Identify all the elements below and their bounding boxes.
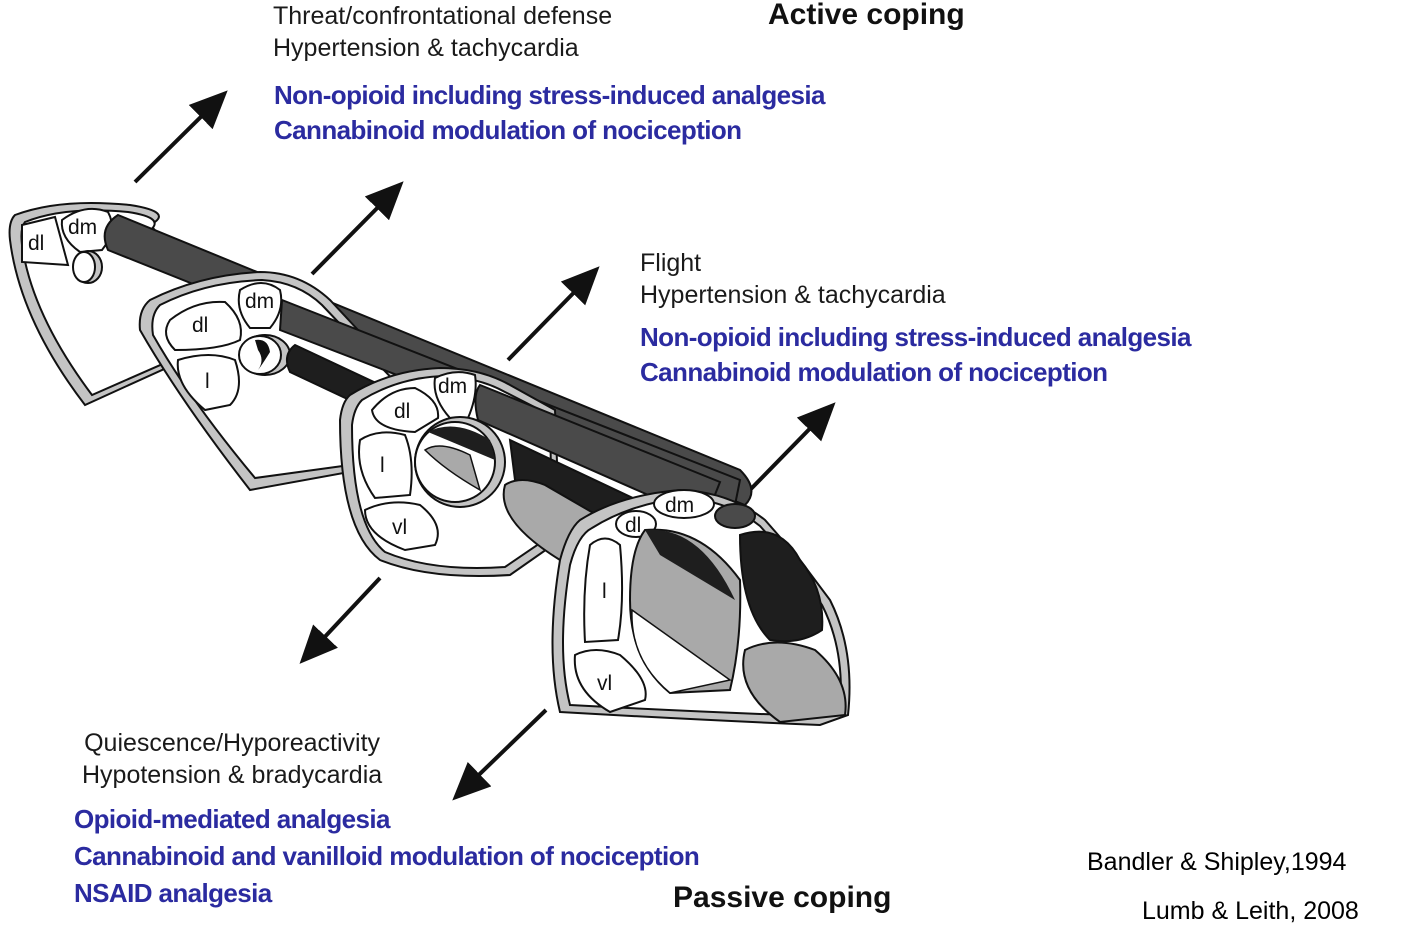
lateral-effects-text: Non-opioid including stress-induced anal…: [640, 320, 1191, 390]
dorsal-effect-line: Non-opioid including stress-induced anal…: [274, 80, 825, 110]
arrow-dorsal-1: [133, 90, 228, 184]
dorsal-effect-line: Cannabinoid modulation of nociception: [274, 115, 742, 145]
lateral-effect-line: Cannabinoid modulation of nociception: [640, 357, 1108, 387]
passive-coping-heading: Passive coping: [673, 881, 892, 914]
lateral-behavior-text: Flight Hypertension & tachycardia: [640, 247, 946, 311]
arrow-lateral-2: [743, 402, 836, 497]
label-s4-dl: dl: [625, 514, 641, 537]
passive-behavior-text: Quiescence/Hyporeactivity Hypotension & …: [82, 727, 382, 791]
arrow-dorsal-2: [310, 181, 404, 276]
lateral-behavior-line: Flight: [640, 249, 702, 277]
arrow-ventrolateral-1: [299, 576, 382, 664]
citation-2: Lumb & Leith, 2008: [1142, 897, 1359, 925]
label-s1-dl: dl: [28, 232, 44, 255]
passive-behavior-line: Quiescence/Hyporeactivity: [84, 729, 381, 757]
label-s2-dm: dm: [245, 290, 274, 313]
label-s1-dm: dm: [68, 216, 97, 239]
passive-effect-line: Opioid-mediated analgesia: [74, 804, 390, 834]
dorsal-behavior-text: Threat/confrontational defense Hypertens…: [273, 0, 612, 64]
dorsal-behavior-line: Hypertension & tachycardia: [273, 34, 579, 62]
lateral-behavior-line: Hypertension & tachycardia: [640, 281, 946, 309]
label-s2-l: l: [205, 370, 210, 393]
label-s3-dm: dm: [438, 375, 467, 398]
arrow-lateral-1: [506, 266, 600, 362]
passive-effect-line: Cannabinoid and vanilloid modulation of …: [74, 841, 700, 871]
active-coping-heading: Active coping: [768, 0, 965, 31]
arrow-ventrolateral-2: [452, 708, 548, 801]
label-s4-vl: vl: [597, 672, 612, 695]
passive-effect-line: NSAID analgesia: [74, 878, 272, 908]
dorsal-effects-text: Non-opioid including stress-induced anal…: [274, 78, 825, 148]
label-s4-dm: dm: [665, 494, 694, 517]
label-s3-l: l: [380, 454, 385, 477]
section-1: [8, 201, 252, 407]
passive-effects-text: Opioid-mediated analgesia Cannabinoid an…: [74, 801, 700, 912]
label-s3-dl: dl: [394, 400, 410, 423]
citation-1: Bandler & Shipley,1994: [1087, 848, 1347, 876]
passive-behavior-line: Hypotension & bradycardia: [82, 761, 383, 789]
label-s3-vl: vl: [392, 516, 407, 539]
lateral-effect-line: Non-opioid including stress-induced anal…: [640, 322, 1191, 352]
section-4: [551, 488, 851, 727]
dorsal-behavior-line: Threat/confrontational defense: [273, 2, 613, 30]
label-s2-dl: dl: [192, 314, 208, 337]
label-s4-l: l: [602, 580, 607, 603]
